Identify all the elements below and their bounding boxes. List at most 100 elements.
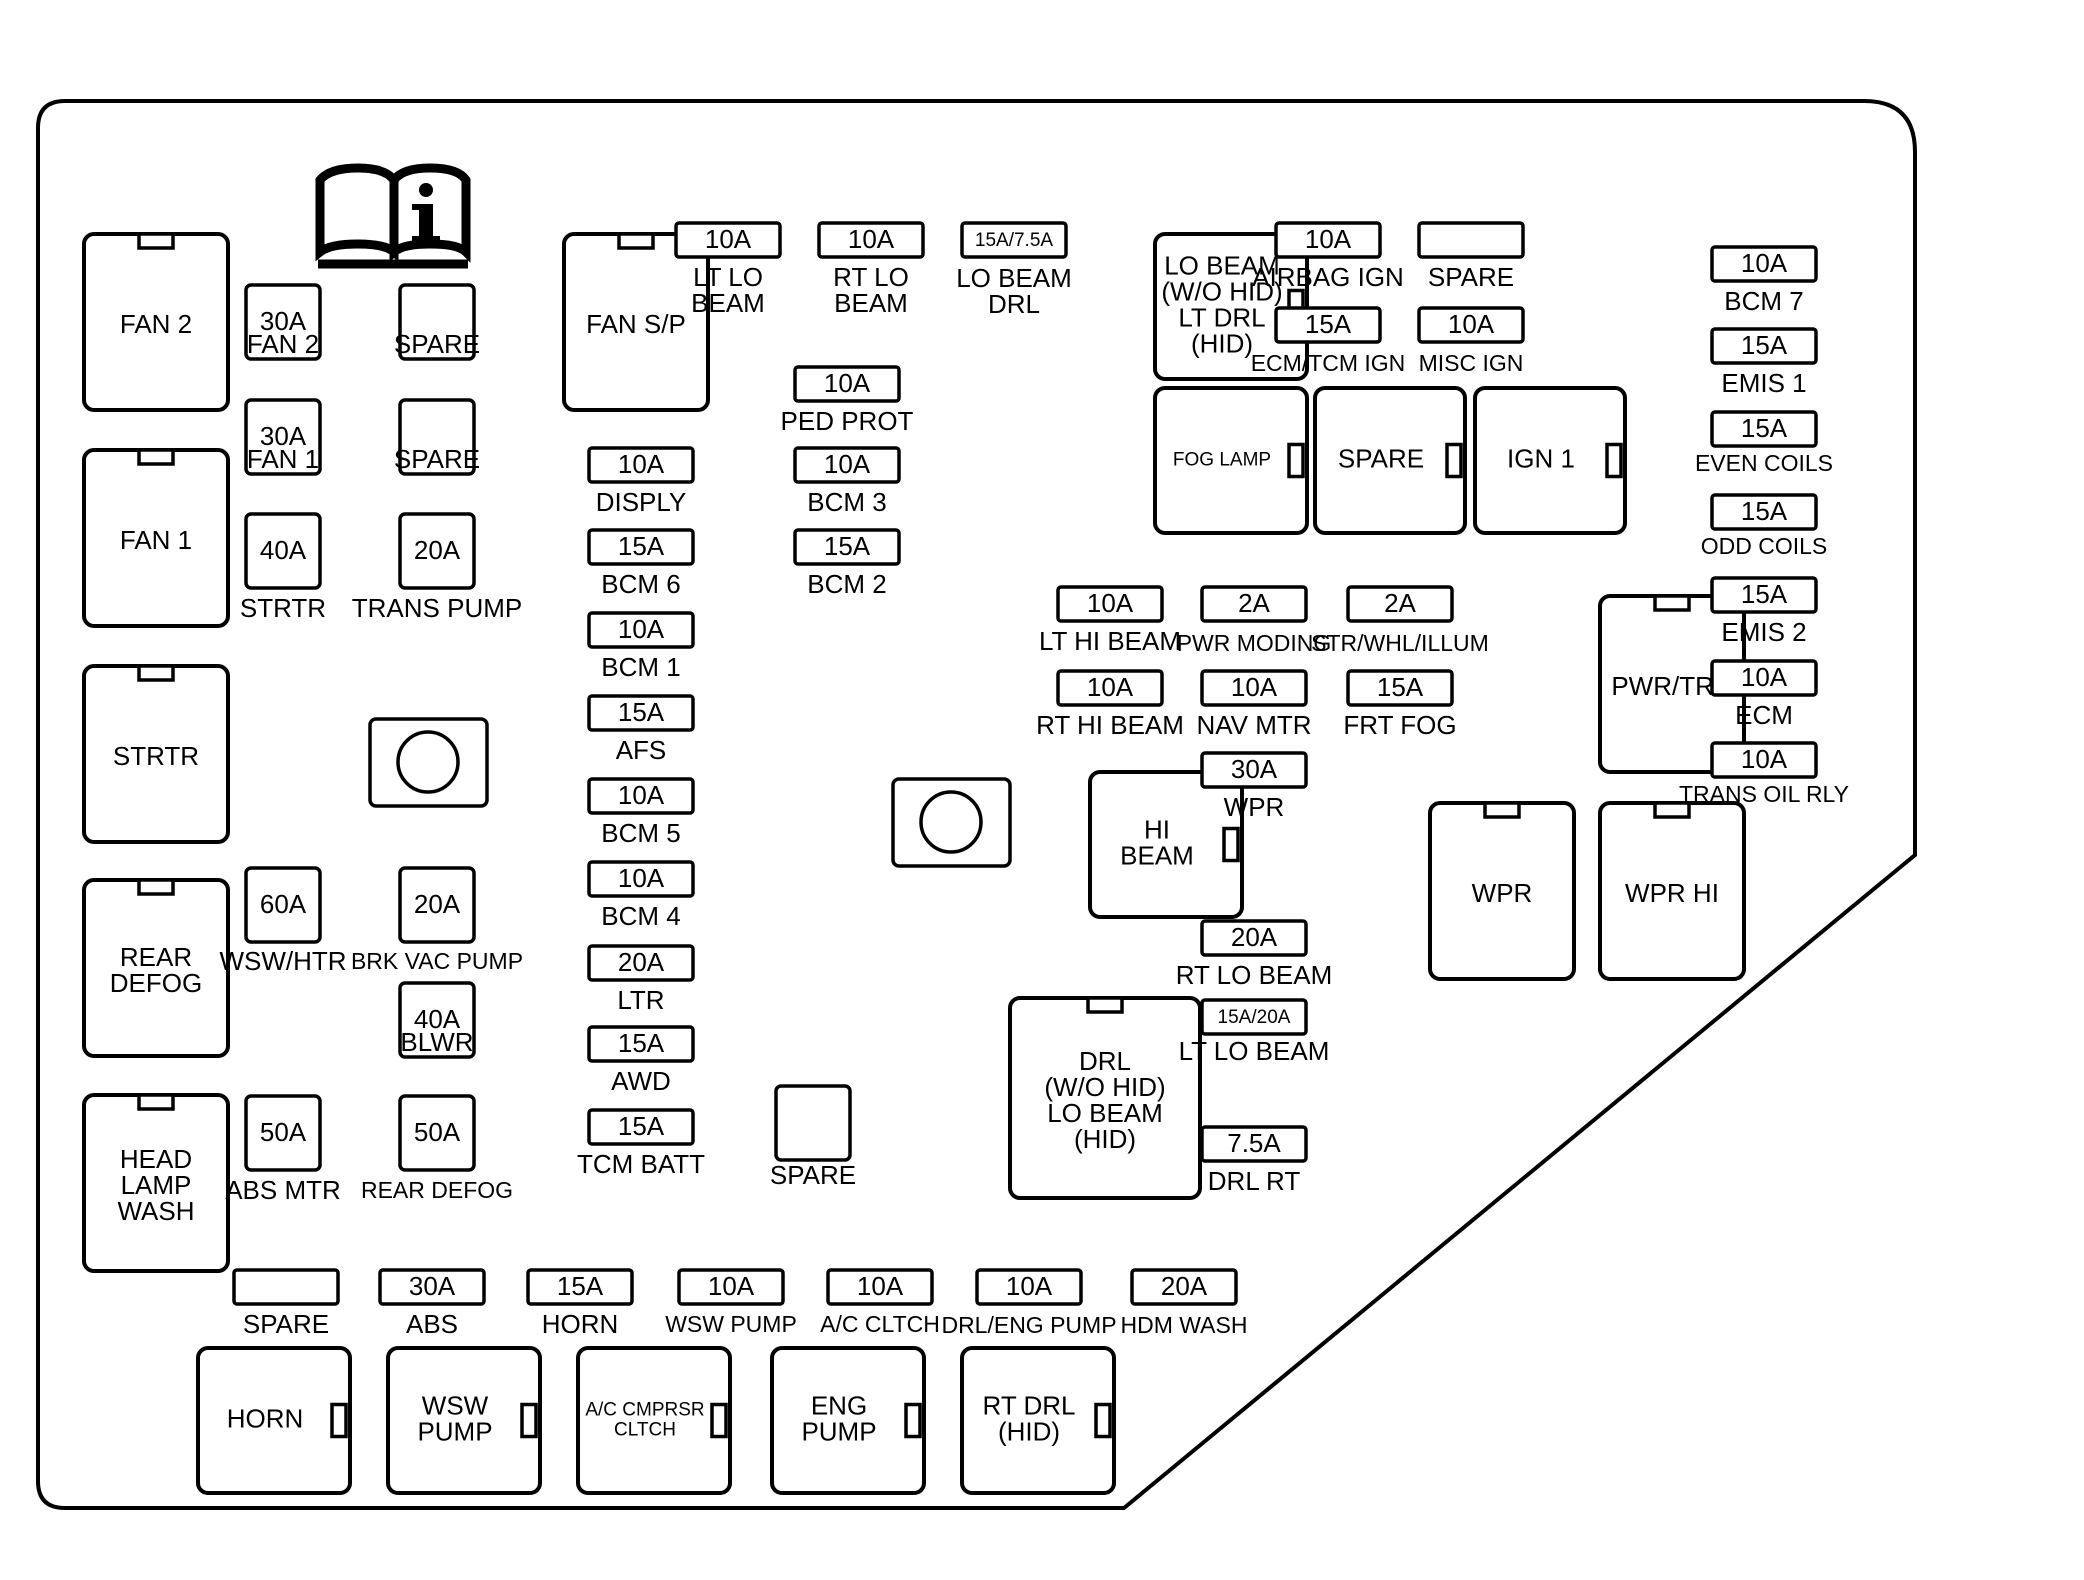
- lt-hi-beam-body: [1056, 585, 1164, 623]
- rt-drl-relay-label: RT DRL: [983, 1390, 1076, 1420]
- abs-mtr-body: [244, 1094, 322, 1172]
- emis-1-value: 15A: [1741, 330, 1788, 360]
- wpr-fuse-value: 30A: [1231, 754, 1278, 784]
- ped-prot-label: PED PROT: [781, 406, 914, 436]
- str-whl-illum-body: [1346, 585, 1454, 623]
- eng-pump-relay-label: ENG: [811, 1390, 867, 1420]
- eng-pump-relay-body: [770, 1346, 926, 1495]
- lt-lo-beam-2-value: 15A/20A: [1218, 1007, 1291, 1028]
- mounting-hole-center: [891, 777, 1012, 868]
- airbag-ign-label: AIRBAG IGN: [1252, 262, 1404, 292]
- strtr-fuse-value: 40A: [260, 535, 307, 565]
- pwr-moding-label: PWR MODING: [1177, 630, 1332, 656]
- abs-label: ABS: [406, 1309, 458, 1339]
- rear-defog-relay-tab: [137, 878, 175, 896]
- fan-1-relay-tab: [137, 448, 175, 466]
- bcm-2-label: BCM 2: [807, 569, 886, 599]
- ac-cltch-body: [826, 1268, 934, 1306]
- tcm-batt-label: TCM BATT: [577, 1149, 705, 1179]
- tcm-batt-body: [587, 1108, 695, 1146]
- ecm-value: 10A: [1741, 662, 1788, 692]
- wsw-pump-fuse-body: [677, 1268, 785, 1306]
- bcm-3-label: BCM 3: [807, 487, 886, 517]
- ac-cmprsr-relay-label: A/C CMPRSR: [585, 1400, 704, 1421]
- odd-coils-label: ODD COILS: [1701, 533, 1828, 559]
- spare-top: SPARE: [1417, 221, 1525, 292]
- drl-relay-tab: [1086, 996, 1124, 1014]
- ac-cltch-value: 10A: [857, 1271, 904, 1301]
- blwr-body: [398, 981, 476, 1059]
- bcm-7-body: [1710, 245, 1818, 283]
- ac-cmprsr-relay-body: [576, 1346, 732, 1495]
- bcm-4-body: [587, 860, 695, 898]
- hi-beam-relay-body: [1088, 770, 1244, 919]
- lo-beam-drl-body: [960, 221, 1068, 259]
- horn-relay: HORN: [196, 1346, 352, 1495]
- rt-drl-relay-body: [960, 1346, 1116, 1495]
- rt-hi-beam-value: 10A: [1087, 672, 1134, 702]
- fog-lamp-relay-tab: [1287, 442, 1305, 479]
- drl-rt-value: 7.5A: [1227, 1128, 1281, 1158]
- abs-value: 30A: [409, 1271, 456, 1301]
- wpr-fuse-label: WPR: [1224, 792, 1285, 822]
- rt-drl-relay-label: (HID): [998, 1416, 1060, 1446]
- drl-relay-label: LO BEAM: [1047, 1098, 1163, 1128]
- bcm-2-value: 15A: [824, 531, 871, 561]
- frt-fog-body: [1346, 669, 1454, 707]
- emis-2-value: 15A: [1741, 579, 1788, 609]
- head-lamp-wash-relay-label: LAMP: [121, 1170, 192, 1200]
- fan-1-fuse-body: [244, 398, 322, 476]
- horn-relay-body: [196, 1346, 352, 1495]
- ac-cmprsr-relay-tab: [710, 1402, 728, 1439]
- fan-1-fuse-value: 30A: [260, 421, 307, 451]
- spare-cart-1-label: SPARE: [394, 329, 480, 359]
- emis-2-label: EMIS 2: [1721, 617, 1806, 647]
- awd-value: 15A: [618, 1028, 665, 1058]
- head-lamp-wash-relay-tab: [137, 1093, 175, 1111]
- spare-bottom-body: [232, 1268, 340, 1306]
- spare-relay: SPARE: [1313, 386, 1467, 535]
- drl-rt-body: [1200, 1125, 1308, 1163]
- fog-lamp-relay-body: [1153, 386, 1309, 535]
- rt-drl-relay-tab: [1094, 1402, 1112, 1439]
- awd-label: AWD: [611, 1066, 671, 1096]
- wpr-fuse: 30A WPR: [1200, 751, 1308, 822]
- fan-sp-relay: FAN S/P: [562, 232, 710, 412]
- spare-cart-2-body: [398, 398, 476, 476]
- rt-lo-beam-top-body: [817, 221, 925, 259]
- airbag-ign-body: [1274, 221, 1382, 259]
- ped-prot-body: [793, 365, 901, 403]
- bcm-5-value: 10A: [618, 780, 665, 810]
- horn-relay-tab: [330, 1402, 348, 1439]
- lt-hi-beam-label: LT HI BEAM: [1039, 626, 1181, 656]
- wpr-fuse-body: [1200, 751, 1308, 789]
- spare-cart-1-body: [398, 283, 476, 361]
- rt-lo-beam-label: RT LO BEAM: [1176, 960, 1333, 990]
- spare-cart-3-label: SPARE: [770, 1160, 856, 1190]
- disply-body: [587, 446, 695, 484]
- rt-lo-beam-body: [1200, 919, 1308, 957]
- rear-defog-fuse-label: REAR DEFOG: [361, 1177, 513, 1203]
- trans-pump-body: [398, 512, 476, 590]
- rt-hi-beam-label: RT HI BEAM: [1036, 710, 1184, 740]
- fan-2-fuse-body: [244, 283, 322, 361]
